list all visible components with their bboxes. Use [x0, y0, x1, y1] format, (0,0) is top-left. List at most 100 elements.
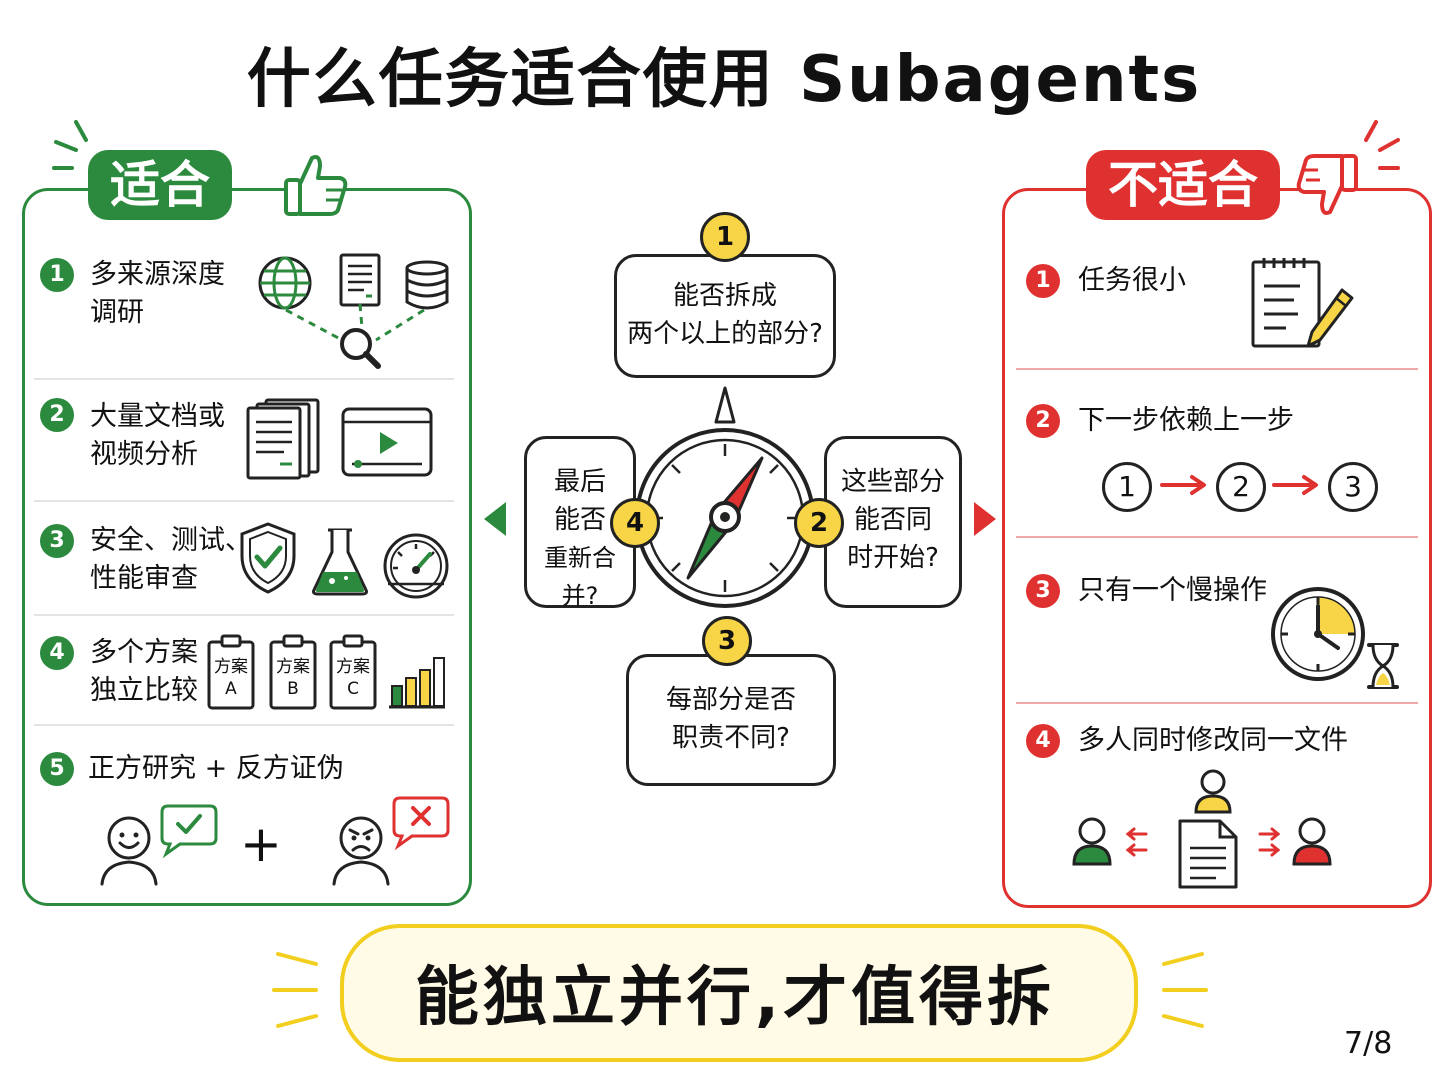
- suitable-item-1-number: 1: [40, 258, 74, 292]
- cross-bubble-icon: [392, 796, 450, 851]
- unsuitable-divider: [1016, 536, 1418, 538]
- plan-c-letter: C: [347, 679, 359, 699]
- question-2-line3: 时开始?: [847, 543, 939, 573]
- arrow-right-icon: [1272, 475, 1318, 495]
- bar-chart-icon: [389, 657, 445, 709]
- angry-face-icon: [332, 816, 390, 886]
- plan-a-top: 方案: [214, 657, 248, 677]
- unsuitable-item-1-text: 任务很小: [1078, 265, 1186, 296]
- suitable-divider: [34, 614, 454, 616]
- clipboard-icon: [207, 634, 255, 710]
- step-circle: 1: [1102, 462, 1152, 512]
- suitable-item-2-line2: 视频分析: [90, 439, 198, 470]
- thumbs-up-icon: [284, 155, 348, 216]
- question-2-line1: 这些部分: [840, 467, 945, 497]
- arrows-exchange-icon: [1258, 827, 1281, 857]
- arrows-exchange-icon: [1125, 827, 1148, 857]
- plan-b-label: 方案 B: [268, 656, 318, 700]
- question-3-line1: 每部分是否: [665, 685, 796, 715]
- question-2-line2: 能否同: [853, 505, 932, 535]
- slogan-text: 能独立并行,才值得拆: [414, 961, 1056, 1035]
- unsuitable-divider: [1016, 702, 1418, 704]
- compass-icon: [635, 386, 815, 608]
- suitable-badge: 适合: [88, 150, 232, 220]
- question-3-line2: 职责不同?: [672, 723, 790, 753]
- unsuitable-item-4-text: 多人同时修改同一文件: [1078, 725, 1348, 756]
- suitable-item-3-line2: 性能审查: [90, 563, 198, 594]
- suitable-divider: [34, 500, 454, 502]
- question-2-number: 2: [794, 498, 844, 548]
- suitable-item-5-number: 5: [40, 752, 74, 786]
- unsuitable-item-2-text: 下一步依赖上一步: [1078, 405, 1294, 436]
- clipboard-icon: [329, 634, 377, 710]
- suitable-item-2-line1: 大量文档或: [90, 401, 225, 432]
- question-3-number: 3: [702, 616, 752, 666]
- question-1-line1: 能否拆成: [672, 281, 777, 311]
- question-3-box: 每部分是否 职责不同?: [626, 654, 836, 786]
- check-bubble-icon: [160, 804, 218, 859]
- document-icon: [339, 253, 381, 307]
- sparkle-icon: [1364, 120, 1400, 170]
- suitable-item-1-line2: 调研: [90, 297, 144, 328]
- thumbs-down-icon: [1296, 154, 1358, 215]
- sparkle-icon: [272, 952, 318, 1028]
- question-4-line3: 重新合并?: [544, 544, 616, 610]
- unsuitable-item-3-number: 3: [1026, 574, 1060, 608]
- step-circle: 2: [1216, 462, 1266, 512]
- suitable-item-2-number: 2: [40, 398, 74, 432]
- slogan-cloud: [340, 924, 1138, 1062]
- page-indicator: 7/8: [1344, 1026, 1393, 1061]
- suitable-item-3-number: 3: [40, 524, 74, 558]
- suitable-item-2-text: 大量文档或 视频分析: [90, 398, 225, 474]
- magnifier-icon: [285, 303, 425, 369]
- question-4-number: 4: [610, 498, 660, 548]
- suitable-item-4-line2: 独立比较: [90, 675, 198, 706]
- plan-b-top: 方案: [276, 657, 310, 677]
- arrow-right-icon: [1160, 475, 1206, 495]
- documents-stack-icon: [246, 398, 320, 480]
- arrow-right-icon: [974, 502, 996, 536]
- video-player-icon: [341, 407, 433, 477]
- sparkle-icon: [52, 120, 88, 170]
- clock-icon: [1271, 587, 1365, 681]
- user-icon: [1072, 817, 1112, 866]
- flask-icon: [312, 528, 368, 596]
- suitable-divider: [34, 378, 454, 380]
- question-1-line2: 两个以上的部分?: [627, 319, 823, 349]
- suitable-item-3-text: 安全、测试、 性能审查: [90, 522, 252, 598]
- plan-b-letter: B: [287, 679, 299, 699]
- suitable-item-1-line1: 多来源深度: [90, 259, 225, 290]
- unsuitable-item-1-number: 1: [1026, 264, 1060, 298]
- page-title: 什么任务适合使用 Subagents: [246, 43, 1202, 117]
- question-1-number: 1: [700, 212, 750, 262]
- clipboard-icon: [269, 634, 317, 710]
- unsuitable-divider: [1016, 368, 1418, 370]
- plan-c-top: 方案: [336, 657, 370, 677]
- plan-c-label: 方案 C: [328, 656, 378, 700]
- question-1-box: 能否拆成 两个以上的部分?: [614, 254, 836, 378]
- plus-sign: +: [240, 815, 282, 873]
- hourglass-icon: [1367, 643, 1399, 689]
- unsuitable-item-4-number: 4: [1026, 724, 1060, 758]
- suitable-divider: [34, 724, 454, 726]
- gauge-icon: [383, 533, 449, 599]
- suitable-item-4-text: 多个方案 独立比较: [90, 634, 198, 710]
- question-4-line1: 最后: [553, 467, 606, 497]
- suitable-item-4-number: 4: [40, 636, 74, 670]
- suitable-item-1-text: 多来源深度 调研: [90, 256, 225, 332]
- user-icon: [1292, 817, 1332, 866]
- step-circle: 3: [1328, 462, 1378, 512]
- user-icon: [1194, 769, 1232, 814]
- suitable-item-3-line1: 安全、测试、: [90, 525, 252, 556]
- notepad-pencil-icon: [1251, 258, 1354, 348]
- unsuitable-item-2-number: 2: [1026, 404, 1060, 438]
- shield-check-icon: [240, 522, 296, 594]
- suitable-item-4-line1: 多个方案: [90, 637, 198, 668]
- arrow-left-icon: [484, 502, 506, 536]
- plan-a-label: 方案 A: [206, 656, 256, 700]
- question-2-box: 这些部分 能否同 时开始?: [824, 436, 962, 608]
- question-4-line2: 能否: [553, 505, 606, 535]
- suitable-panel: [22, 188, 472, 906]
- globe-icon: [258, 256, 312, 310]
- plan-a-letter: A: [225, 679, 237, 699]
